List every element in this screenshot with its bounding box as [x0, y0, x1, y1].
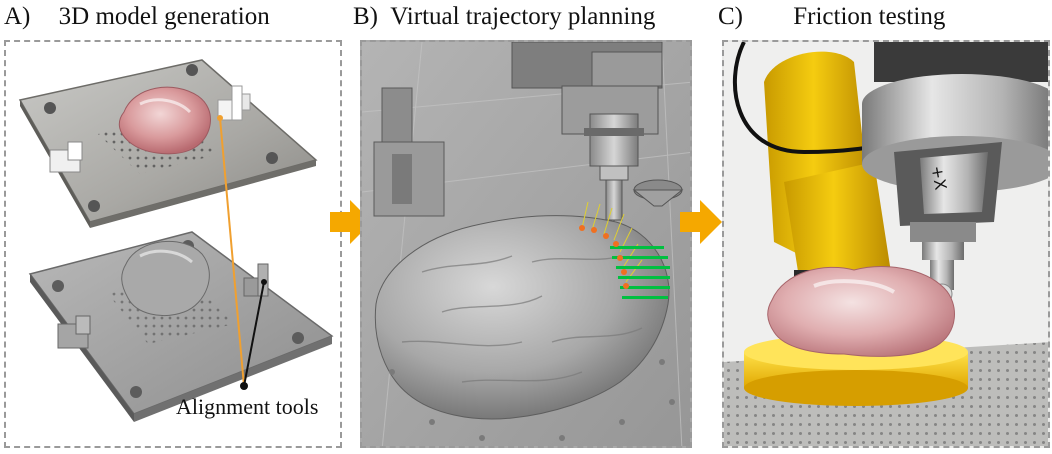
panel-b-illustration: [362, 42, 690, 446]
svg-text:+X: +X: [927, 164, 950, 191]
panel-a-title: 3D model generation: [58, 3, 270, 30]
panel-c-friction-testing: +X: [722, 40, 1050, 448]
process-arrow-icon: [680, 200, 722, 244]
panel-c-letter: C): [718, 3, 743, 30]
panel-a-letter: A): [4, 3, 31, 30]
panel-c-photo: +X: [724, 42, 1048, 446]
panel-b-title: Virtual trajectory planning: [390, 3, 656, 30]
leader-endpoint: [240, 382, 248, 390]
process-arrow-icon: [330, 200, 372, 244]
panel-a-heading: A) 3D model generation: [4, 2, 270, 32]
panel-b-letter: B): [353, 3, 378, 30]
force-torque-sensor: +X: [862, 42, 1048, 305]
virtual-tool-spindle: [561, 85, 659, 243]
leader-line-model-tool: [243, 281, 265, 387]
panel-c-heading: C) Friction testing: [718, 2, 945, 32]
leader-line-real-tool: [219, 117, 245, 387]
fixture-clamp-model: [57, 315, 91, 349]
panel-a-illustration: [18, 59, 334, 422]
trajectory-path: [579, 201, 670, 299]
virtual-fixture-top: [511, 42, 663, 89]
fixture-clamp-real: [49, 141, 83, 173]
cartilage-sample: [767, 266, 955, 357]
alignment-tool-real: [217, 85, 251, 121]
panel-a-model-generation: Alignment tools: [4, 40, 342, 448]
panel-c-title: Friction testing: [793, 3, 946, 30]
panel-b-heading: B) Virtual trajectory planning: [353, 2, 655, 32]
alignment-tools-label: Alignment tools: [176, 394, 319, 419]
panel-b-trajectory-planning: [360, 40, 692, 448]
virtual-fixture-left: [373, 87, 445, 217]
